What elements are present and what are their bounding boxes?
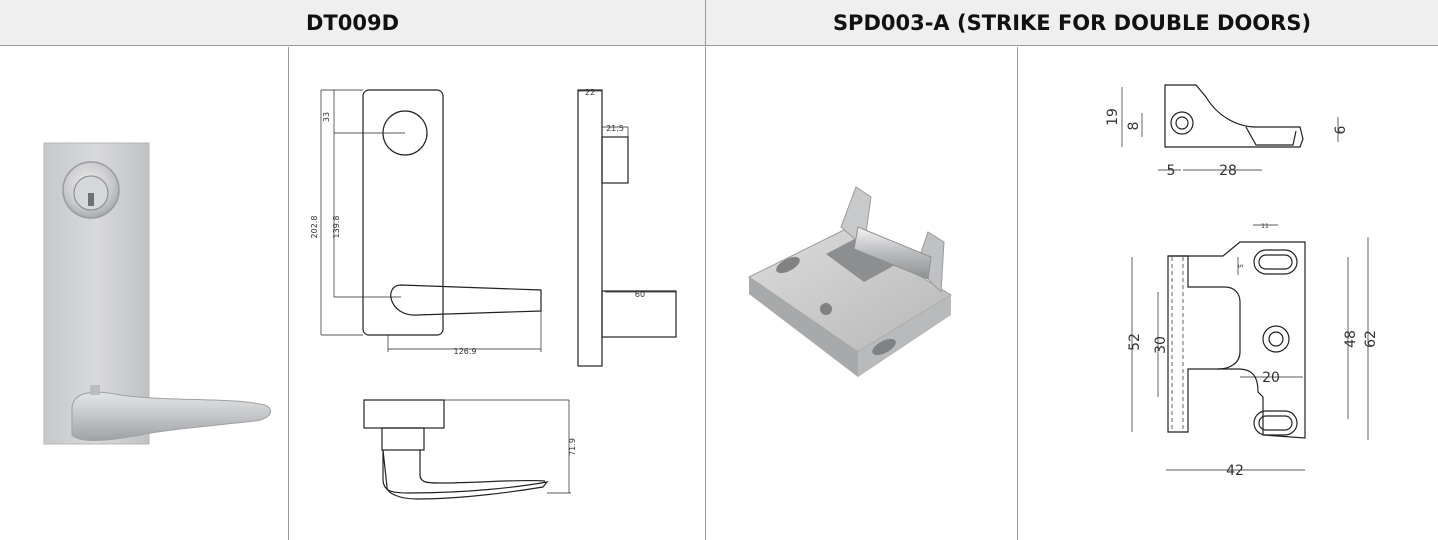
dim-21-5: 21.5 <box>606 124 624 133</box>
dim-60: 60 <box>635 290 645 299</box>
header-spd003a: SPD003-A (STRIKE FOR DOUBLE DOORS) <box>706 0 1438 46</box>
lever-technical-drawing: 33 202.8 139.8 126.9 22 21.5 60 71.9 <box>310 88 677 500</box>
lever-drawing-cell: 33 202.8 139.8 126.9 22 21.5 60 71.9 <box>289 47 706 540</box>
strike-plate-photo <box>748 186 952 377</box>
header-dt009d: DT009D <box>0 0 706 46</box>
dim-22: 22 <box>585 88 595 97</box>
dim-139-8: 139.8 <box>332 216 341 239</box>
lever-photo-cell <box>0 47 289 540</box>
dim-48: 48 <box>1343 330 1359 348</box>
dim-33: 33 <box>322 112 331 122</box>
strike-technical-drawing: 19 8 6 5 28 52 30 20 48 62 42 11 5 <box>1105 84 1379 479</box>
strike-drawing-cell: 19 8 6 5 28 52 30 20 48 62 42 11 5 <box>1018 47 1438 540</box>
dim-6: 6 <box>1333 125 1349 134</box>
dim-202-8: 202.8 <box>310 216 319 239</box>
dim-71-9: 71.9 <box>568 438 577 456</box>
dim-11: 11 <box>1261 223 1269 230</box>
strike-photo-cell <box>706 47 1018 540</box>
dim-30: 30 <box>1153 336 1169 354</box>
dim-62: 62 <box>1363 330 1379 348</box>
dim-126-9: 126.9 <box>454 347 477 356</box>
dim-20: 20 <box>1262 370 1280 386</box>
dim-28: 28 <box>1219 163 1237 179</box>
dim-5-plan: 5 <box>1238 264 1245 268</box>
dim-52: 52 <box>1127 333 1143 351</box>
lever-handle-photo <box>43 142 272 445</box>
dim-8: 8 <box>1126 122 1142 131</box>
dim-42: 42 <box>1226 463 1244 479</box>
dim-5-side: 5 <box>1167 163 1176 179</box>
dim-19: 19 <box>1105 108 1121 126</box>
